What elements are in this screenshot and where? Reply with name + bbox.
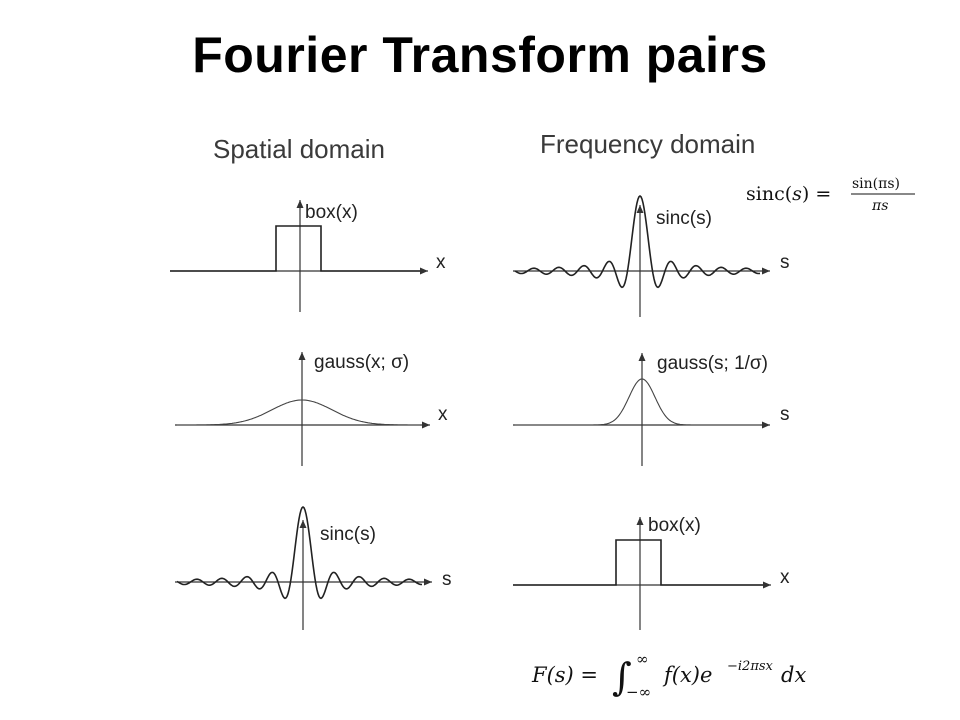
plot-panel: gauss(x; σ) x <box>175 352 448 466</box>
axis-arrow-icon <box>296 200 304 208</box>
axis-arrow-icon <box>422 421 430 429</box>
gaussian-curve <box>515 378 760 426</box>
axis-arrow-icon <box>420 267 428 275</box>
plot-panel: gauss(s; 1/σ) s <box>513 353 790 466</box>
fourier-formula: F(s) = ∫ ∞ −∞ f(x)e −i2πsx dx <box>531 650 806 701</box>
box-function-curve <box>170 225 420 272</box>
plot-axis-label: x <box>438 404 448 425</box>
axis-arrow-icon <box>299 520 307 528</box>
gaussian-curve <box>177 399 420 426</box>
plot-panel: sinc(s) s <box>513 194 790 317</box>
formula-lhs: F(s) = <box>531 663 598 687</box>
plot-function-label: sinc(s) <box>656 208 712 229</box>
plot-axis-label: x <box>780 567 790 588</box>
axis-arrow-icon <box>636 517 644 525</box>
plot-axis-label: s <box>780 404 790 425</box>
plot-function-label: sinc(s) <box>320 524 376 545</box>
integral-upper-limit: ∞ <box>636 650 649 668</box>
frequency-domain-heading: Frequency domain <box>540 129 755 159</box>
sinc-def-numerator: sin(πs) <box>852 176 900 192</box>
plot-function-label: box(x) <box>305 202 358 223</box>
plot-panel: box(x) x <box>170 200 446 312</box>
formula-exponent: −i2πsx <box>727 659 774 674</box>
sinc-function-curve <box>176 505 422 600</box>
axis-arrow-icon <box>762 421 770 429</box>
plot-panel: box(x) x <box>513 515 790 630</box>
plot-axis-label: s <box>780 252 790 273</box>
axis-arrow-icon <box>424 578 432 586</box>
integral-sign: ∫ <box>612 655 632 699</box>
plot-function-label: gauss(s; 1/σ) <box>657 353 768 374</box>
axis-arrow-icon <box>636 205 644 213</box>
box-function-curve <box>513 539 763 586</box>
sinc-function-curve <box>514 194 761 289</box>
plot-function-label: gauss(x; σ) <box>314 352 409 373</box>
plot-axis-label: x <box>436 252 446 273</box>
spatial-domain-heading: Spatial domain <box>213 134 385 164</box>
axis-arrow-icon <box>298 352 306 360</box>
axis-arrow-icon <box>638 353 646 361</box>
sinc-definition: sinc(s) = sin(πs) πs <box>746 176 915 214</box>
page-title: Fourier Transform pairs <box>192 27 768 83</box>
sinc-def-denominator: πs <box>871 198 888 214</box>
axis-arrow-icon <box>762 267 770 275</box>
plot-function-label: box(x) <box>648 515 701 536</box>
plot-panel: sinc(s) s <box>175 505 452 630</box>
integral-lower-limit: −∞ <box>626 683 651 701</box>
axis-arrow-icon <box>763 581 771 589</box>
plot-axis-label: s <box>442 569 452 590</box>
formula-differential: dx <box>781 663 806 687</box>
formula-integrand: f(x)e <box>662 663 712 687</box>
sinc-def-lhs: sinc(s) = <box>746 183 831 205</box>
